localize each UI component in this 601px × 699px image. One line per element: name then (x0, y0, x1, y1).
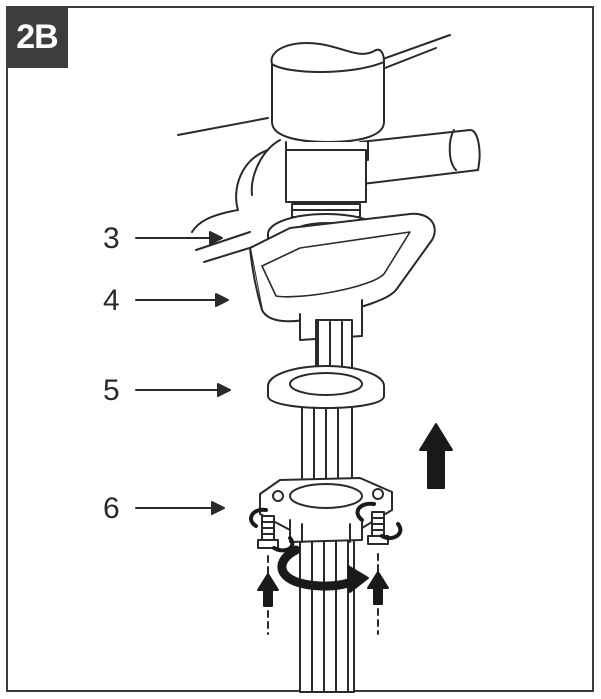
step-label: 2B (16, 17, 58, 56)
callout-arrows (135, 231, 231, 515)
tighten-arrow-icon (277, 545, 369, 593)
hand-outline (177, 34, 451, 263)
step-badge: 2B (6, 6, 68, 68)
rubber-washer (267, 365, 385, 409)
callout-label-3: 3 (103, 222, 120, 255)
spout (359, 129, 481, 185)
callout-label-4: 4 (103, 284, 120, 317)
arrow-up-icon (257, 571, 389, 607)
rotate-arrow-icon (249, 501, 403, 553)
faucet-head (270, 42, 385, 161)
supply-pipes (299, 319, 355, 693)
lift-arrow-icon (419, 423, 453, 489)
callout-label-5: 5 (103, 374, 120, 407)
callout-label-6: 6 (103, 492, 120, 525)
